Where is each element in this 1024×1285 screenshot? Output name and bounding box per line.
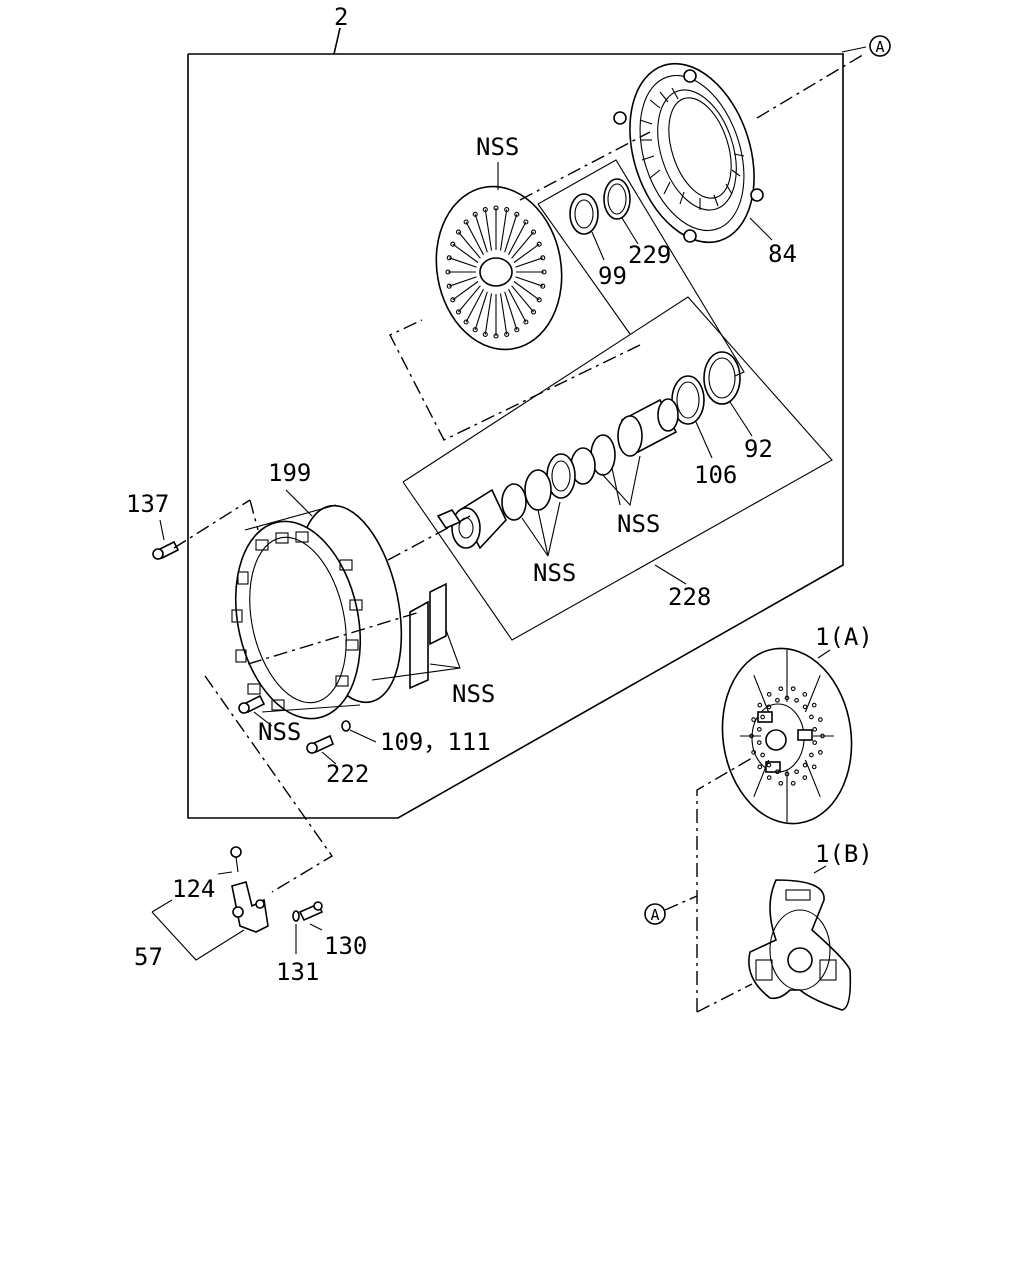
bolt-222 (306, 734, 335, 754)
label-106: 106 (694, 461, 737, 489)
reference-a-left-marker (644, 903, 666, 925)
label-nss-plate: NSS (476, 133, 519, 161)
release-fork-bracket-57 (231, 881, 269, 933)
label-124: 124 (172, 875, 215, 903)
seal-ring-99 (569, 193, 599, 235)
bolt-130 (298, 901, 324, 922)
clutch-disc-1a (721, 647, 853, 825)
label-nss-bolt: NSS (258, 718, 301, 746)
label-137: 137 (126, 490, 169, 518)
label-131: 131 (276, 958, 319, 986)
label-109-111: 109，111 (380, 728, 491, 756)
washer-92 (703, 351, 741, 405)
bolt-124 (230, 846, 242, 873)
label-nss-housing: NSS (452, 680, 495, 708)
label-84: 84 (768, 240, 797, 268)
label-199: 199 (268, 459, 311, 487)
label-130: 130 (324, 932, 367, 960)
clutch-cover-84 (613, 62, 764, 244)
release-bearing-group-228 (402, 296, 833, 641)
pressure-plate-nss (435, 185, 563, 351)
label-222: 222 (326, 760, 369, 788)
label-ref-a-left: A (650, 906, 659, 924)
alignment-lines (173, 52, 867, 1013)
label-1a: 1(A) (815, 623, 873, 651)
washer-109-111 (341, 720, 351, 732)
reference-a-top-marker (869, 35, 891, 57)
snap-ring-229 (603, 178, 631, 220)
label-1b: 1(B) (815, 840, 873, 868)
label-ref-a-top: A (875, 38, 884, 56)
label-229: 229 (628, 241, 671, 269)
assembly-frame (187, 27, 844, 819)
bolt-137 (152, 540, 180, 560)
label-228: 228 (668, 583, 711, 611)
clutch-housing-199 (231, 504, 447, 720)
label-92: 92 (744, 435, 773, 463)
leader-lines (151, 46, 867, 961)
clutch-disc-1b (748, 879, 852, 1011)
label-assembly-2: 2 (334, 3, 348, 31)
washer-131 (292, 910, 300, 922)
label-nss-bearing-right: NSS (617, 510, 660, 538)
label-57: 57 (134, 943, 163, 971)
callout-labels: 2 A A NSS 84 99 229 92 106 NSS NSS 228 1… (126, 3, 885, 986)
label-99: 99 (598, 262, 627, 290)
label-nss-bearing-left: NSS (533, 559, 576, 587)
bolt-nss (238, 694, 266, 714)
